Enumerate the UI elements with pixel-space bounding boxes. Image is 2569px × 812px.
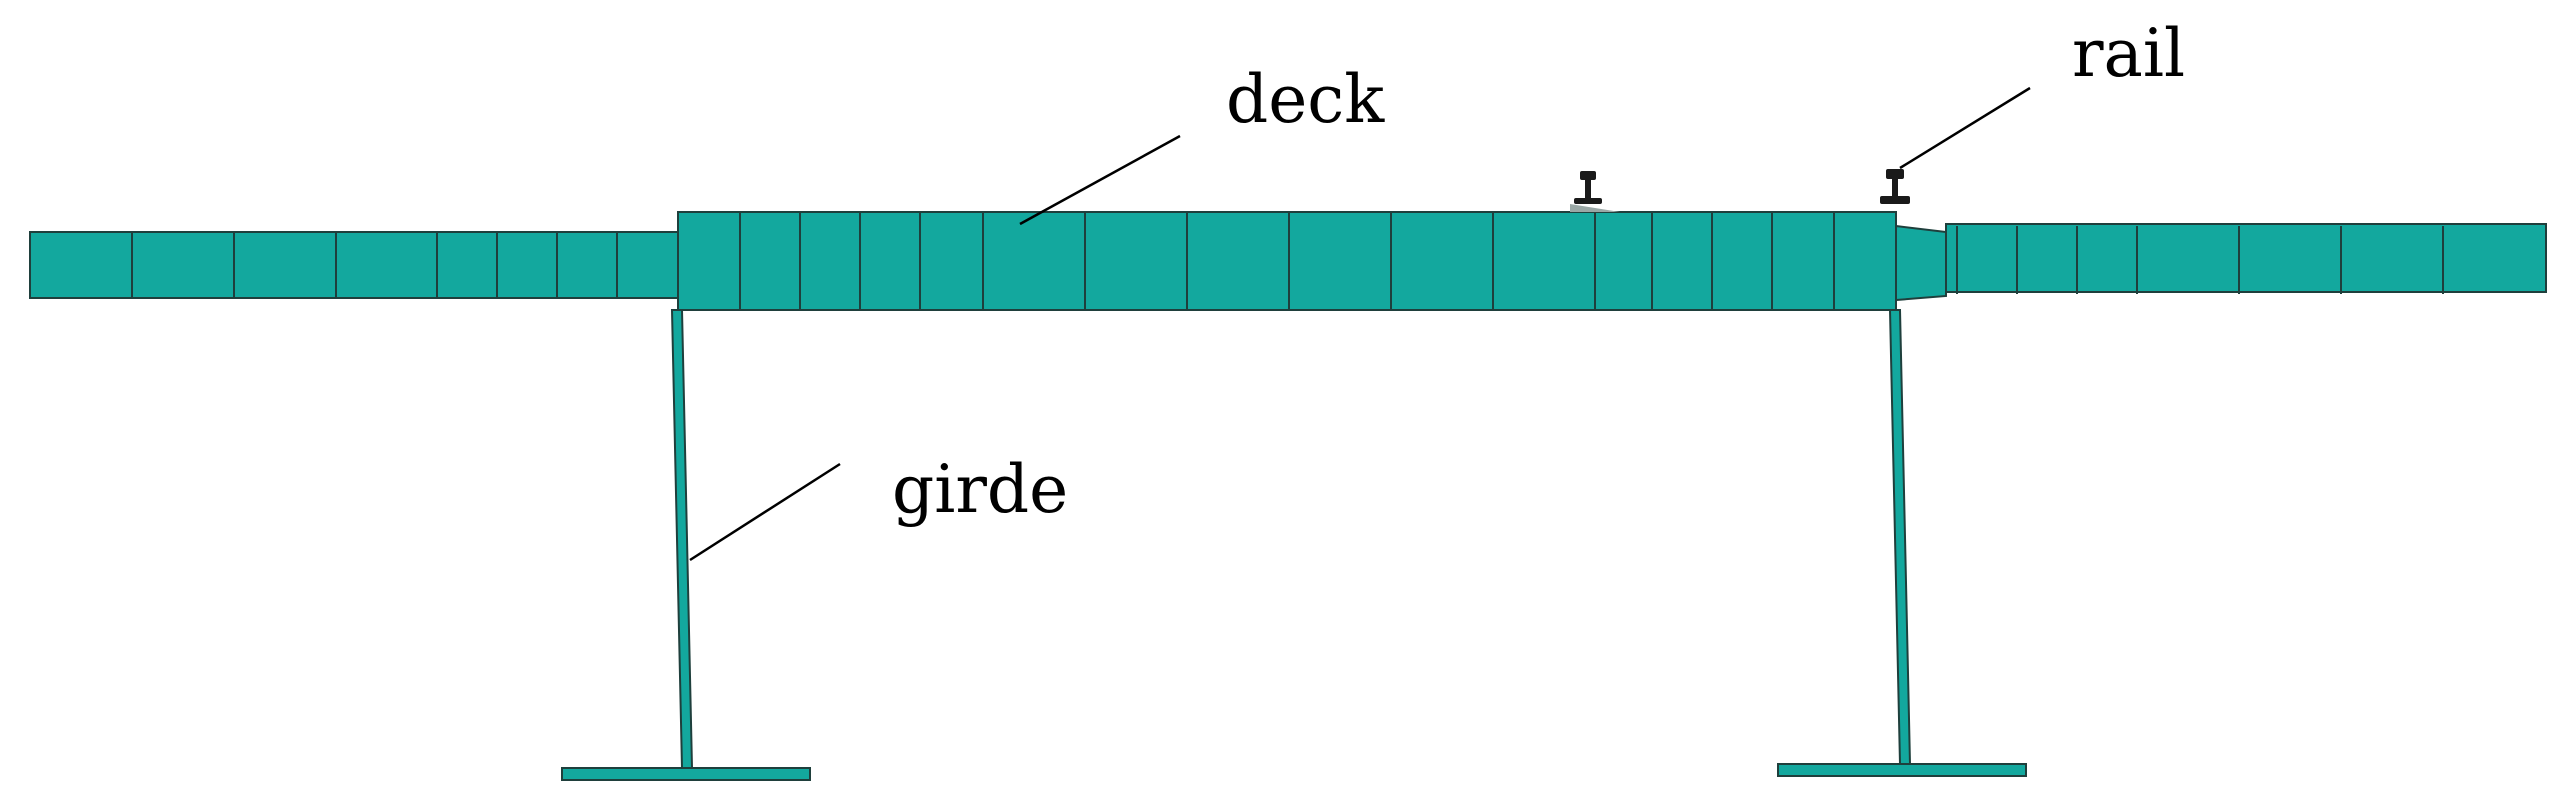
leader-lines [689, 86, 2031, 562]
deck-label: deck [1226, 61, 1385, 138]
right-girder-flange [1777, 763, 2027, 777]
left-rail-foot [1574, 198, 1602, 204]
deck [677, 211, 1897, 311]
right-rail [1880, 169, 1910, 204]
deck-mesh [739, 212, 1835, 310]
left-slab-body [29, 231, 679, 299]
rail-leader-line [1899, 86, 2031, 170]
left-rail-web [1585, 179, 1591, 199]
girder-leader-line [689, 462, 841, 562]
girder-label: girde [892, 451, 1068, 528]
left-slab [29, 231, 679, 299]
left-rail-head [1580, 171, 1596, 180]
left-girder-web [670, 309, 694, 769]
right-rail-head [1886, 169, 1904, 179]
right-girder-web [1888, 309, 1912, 765]
left-slab-mesh [131, 232, 618, 298]
right-slab-transition [1895, 224, 1947, 302]
right-slab [1895, 223, 2547, 302]
right-rail-foot [1880, 196, 1910, 204]
right-girder [1777, 309, 2027, 777]
left-girder [561, 309, 811, 781]
right-slab-mesh [1956, 226, 2444, 294]
left-rail [1570, 171, 1620, 212]
rail-label: rail [2072, 15, 2185, 92]
deck-leader-line [1019, 134, 1181, 226]
left-rail-pad [1570, 204, 1620, 212]
right-slab-body [1945, 223, 2547, 293]
deck-body [677, 211, 1897, 311]
right-rail-web [1892, 178, 1898, 198]
left-girder-flange [561, 767, 811, 781]
